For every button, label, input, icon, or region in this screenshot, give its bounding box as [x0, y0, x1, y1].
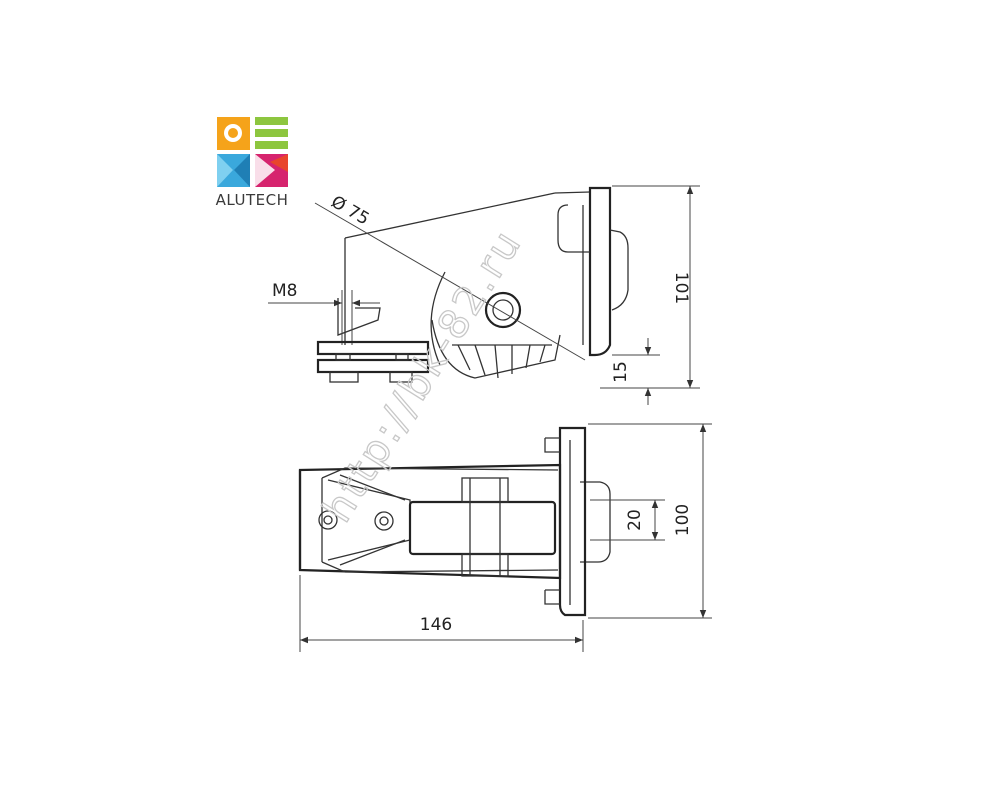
roller-body	[431, 319, 561, 379]
plate-clip-top	[544, 437, 560, 453]
bolt-hole-right-inner	[379, 516, 389, 526]
base-plate-bottom	[316, 358, 430, 374]
roller-top-cap	[461, 477, 509, 503]
roller-spokes	[452, 344, 552, 379]
logo-stripe-3	[255, 141, 288, 149]
washer-right	[395, 353, 409, 361]
washer-left	[335, 353, 351, 361]
bolt-hole-right	[374, 511, 394, 531]
bracket-top-edge-2	[554, 191, 591, 194]
logo-wing-icon	[255, 154, 275, 187]
plate-lip	[609, 229, 629, 311]
bolt-hole-left-inner	[323, 515, 333, 525]
height-offset-label: 15	[611, 361, 631, 383]
nut-left	[329, 371, 359, 383]
base-plate-top	[316, 340, 430, 356]
alutech-logo: ALUTECH	[216, 117, 289, 209]
logo-arrow-left	[217, 154, 233, 187]
plate-top-view	[558, 426, 587, 617]
roller-bottom-cap	[461, 553, 509, 577]
top-view: 20 100 146	[298, 423, 712, 652]
bracket-top-edge	[344, 192, 556, 239]
logo-ring-inner	[228, 128, 238, 138]
bolt-tab	[337, 298, 381, 336]
width-total-label: 100	[673, 504, 693, 536]
roller-arc-outer	[430, 271, 446, 366]
axle-stub	[580, 481, 611, 563]
roller-hub-outer	[484, 291, 522, 329]
frame-brace	[339, 474, 406, 566]
logo-stripe-2	[255, 129, 288, 137]
logo-brand-text: ALUTECH	[216, 191, 289, 209]
watermark-text: http://bk-82.ru	[314, 221, 531, 530]
housing-frame-top	[321, 467, 559, 479]
length-total-label: 146	[420, 615, 452, 635]
height-total-label: 101	[671, 272, 691, 304]
bolt-hole-left	[318, 510, 338, 530]
logo-arrow-right	[234, 154, 250, 187]
diameter-leader-line	[314, 202, 586, 361]
plate-flange-top	[557, 204, 590, 253]
logo-stripe-1	[255, 117, 288, 125]
thread-label: M8	[272, 281, 297, 301]
nut-right	[389, 371, 413, 383]
axle-width-label: 20	[625, 509, 645, 531]
side-view: Ø 75 M8 101 15	[268, 185, 700, 405]
roller-top-body	[408, 500, 557, 556]
housing-frame-bottom	[321, 561, 559, 573]
mounting-plate	[588, 186, 612, 357]
logo-wing-accent	[270, 154, 288, 172]
roller-hub-inner	[492, 299, 514, 321]
plate-clip-bottom	[544, 589, 560, 605]
